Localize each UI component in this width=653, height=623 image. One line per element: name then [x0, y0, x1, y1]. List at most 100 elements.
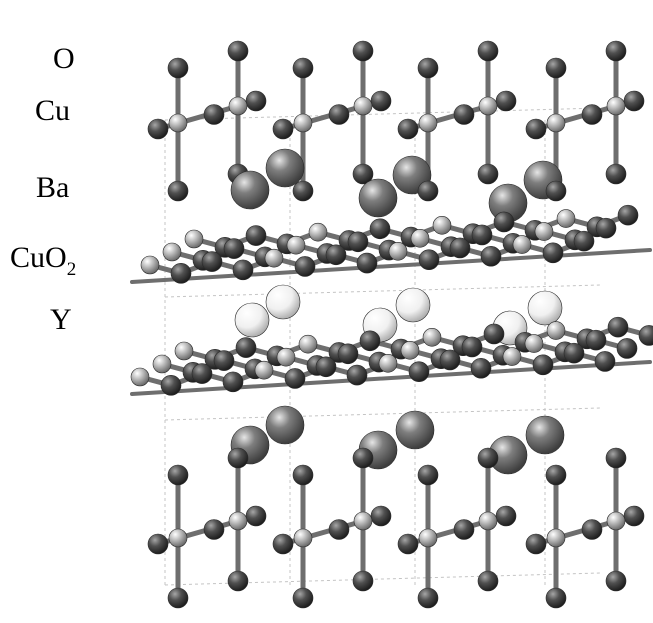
oxygen-atom [595, 217, 617, 239]
oxygen-atom [542, 242, 564, 264]
oxygen-atom [585, 329, 607, 351]
oxygen-atom [245, 505, 267, 527]
oxygen-atom [292, 180, 314, 202]
oxygen-atom [581, 519, 603, 540]
oxygen-atom [147, 118, 169, 140]
oxygen-atom [292, 587, 314, 609]
oxygen-atom [605, 570, 627, 592]
oxygen-atom [573, 230, 595, 252]
bond [130, 248, 652, 284]
oxygen-atom [471, 224, 493, 246]
copper-atom [228, 96, 248, 116]
copper-atom [388, 242, 408, 261]
barium-atom [265, 148, 305, 188]
oxygen-atom [449, 237, 471, 259]
yttrium-atom [395, 287, 431, 323]
oxygen-atom [191, 363, 213, 384]
oxygen-atom [439, 349, 461, 371]
copper-atom [432, 216, 452, 235]
oxygen-atom [545, 180, 567, 202]
label-copper: Cu [35, 94, 70, 127]
oxygen-atom [235, 337, 257, 358]
copper-atom [546, 321, 566, 340]
oxygen-atom [346, 364, 368, 386]
oxygen-atom [605, 163, 627, 185]
label-cuo2-subscript: 2 [67, 259, 77, 280]
label-barium: Ba [36, 171, 69, 204]
barium-atom [358, 178, 398, 218]
copper-atom [286, 235, 306, 255]
oxygen-atom [453, 104, 475, 125]
oxygen-atom [370, 90, 392, 112]
copper-atom [418, 528, 438, 548]
copper-atom [168, 113, 188, 133]
copper-atom [353, 96, 373, 116]
oxygen-atom [328, 519, 350, 540]
unit-cell-edge [164, 407, 601, 421]
copper-atom [400, 341, 420, 360]
oxygen-atom [417, 57, 439, 79]
oxygen-atom [525, 533, 547, 555]
oxygen-atom [605, 447, 627, 469]
copper-atom [140, 255, 160, 275]
copper-atom [264, 248, 284, 268]
oxygen-atom [167, 464, 189, 486]
oxygen-atom [545, 587, 567, 609]
oxygen-atom [170, 262, 192, 284]
oxygen-atom [160, 374, 182, 396]
oxygen-atom [147, 533, 169, 555]
oxygen-atom [461, 336, 483, 358]
oxygen-atom [483, 323, 505, 345]
yttrium-atom [234, 302, 270, 338]
yttrium-atom [265, 284, 301, 320]
copper-atom [422, 328, 442, 347]
oxygen-atom [222, 371, 244, 393]
oxygen-atom [563, 342, 585, 364]
oxygen-atom [328, 104, 350, 125]
oxygen-atom [245, 90, 267, 112]
copper-atom [512, 235, 532, 254]
copper-atom [152, 354, 172, 374]
oxygen-atom [356, 252, 378, 274]
oxygen-atom [227, 447, 249, 469]
oxygen-atom [369, 218, 391, 240]
copper-atom [293, 528, 313, 548]
oxygen-atom [418, 249, 440, 270]
label-cuo2: CuO2 [10, 241, 76, 280]
oxygen-atom [581, 104, 603, 125]
label-oxygen: O [53, 42, 75, 75]
oxygen-atom [417, 587, 439, 609]
oxygen-atom [325, 244, 347, 266]
oxygen-atom [495, 505, 517, 527]
oxygen-atom [213, 350, 235, 371]
oxygen-atom [638, 325, 653, 346]
bond [130, 360, 652, 396]
oxygen-atom [493, 211, 515, 233]
copper-atom [308, 222, 328, 242]
oxygen-atom [315, 356, 337, 378]
copper-atom [298, 334, 318, 354]
oxygen-atom [477, 163, 499, 185]
oxygen-atom [617, 204, 639, 226]
barium-atom [525, 415, 565, 455]
copper-atom [606, 96, 626, 116]
copper-atom [162, 242, 182, 262]
oxygen-atom [294, 256, 316, 277]
atoms [130, 40, 653, 609]
oxygen-atom [408, 361, 430, 382]
oxygen-atom [607, 316, 629, 338]
oxygen-atom [167, 180, 189, 202]
oxygen-atom [223, 238, 245, 259]
oxygen-atom [167, 57, 189, 79]
copper-atom [378, 354, 398, 373]
copper-atom [174, 341, 194, 361]
oxygen-atom [370, 505, 392, 527]
oxygen-atom [477, 447, 499, 469]
oxygen-atom [292, 464, 314, 486]
oxygen-atom [272, 533, 294, 555]
copper-atom [130, 367, 150, 387]
oxygen-atom [623, 90, 645, 112]
copper-atom [168, 528, 188, 548]
oxygen-atom [623, 505, 645, 527]
oxygen-atom [532, 354, 554, 376]
